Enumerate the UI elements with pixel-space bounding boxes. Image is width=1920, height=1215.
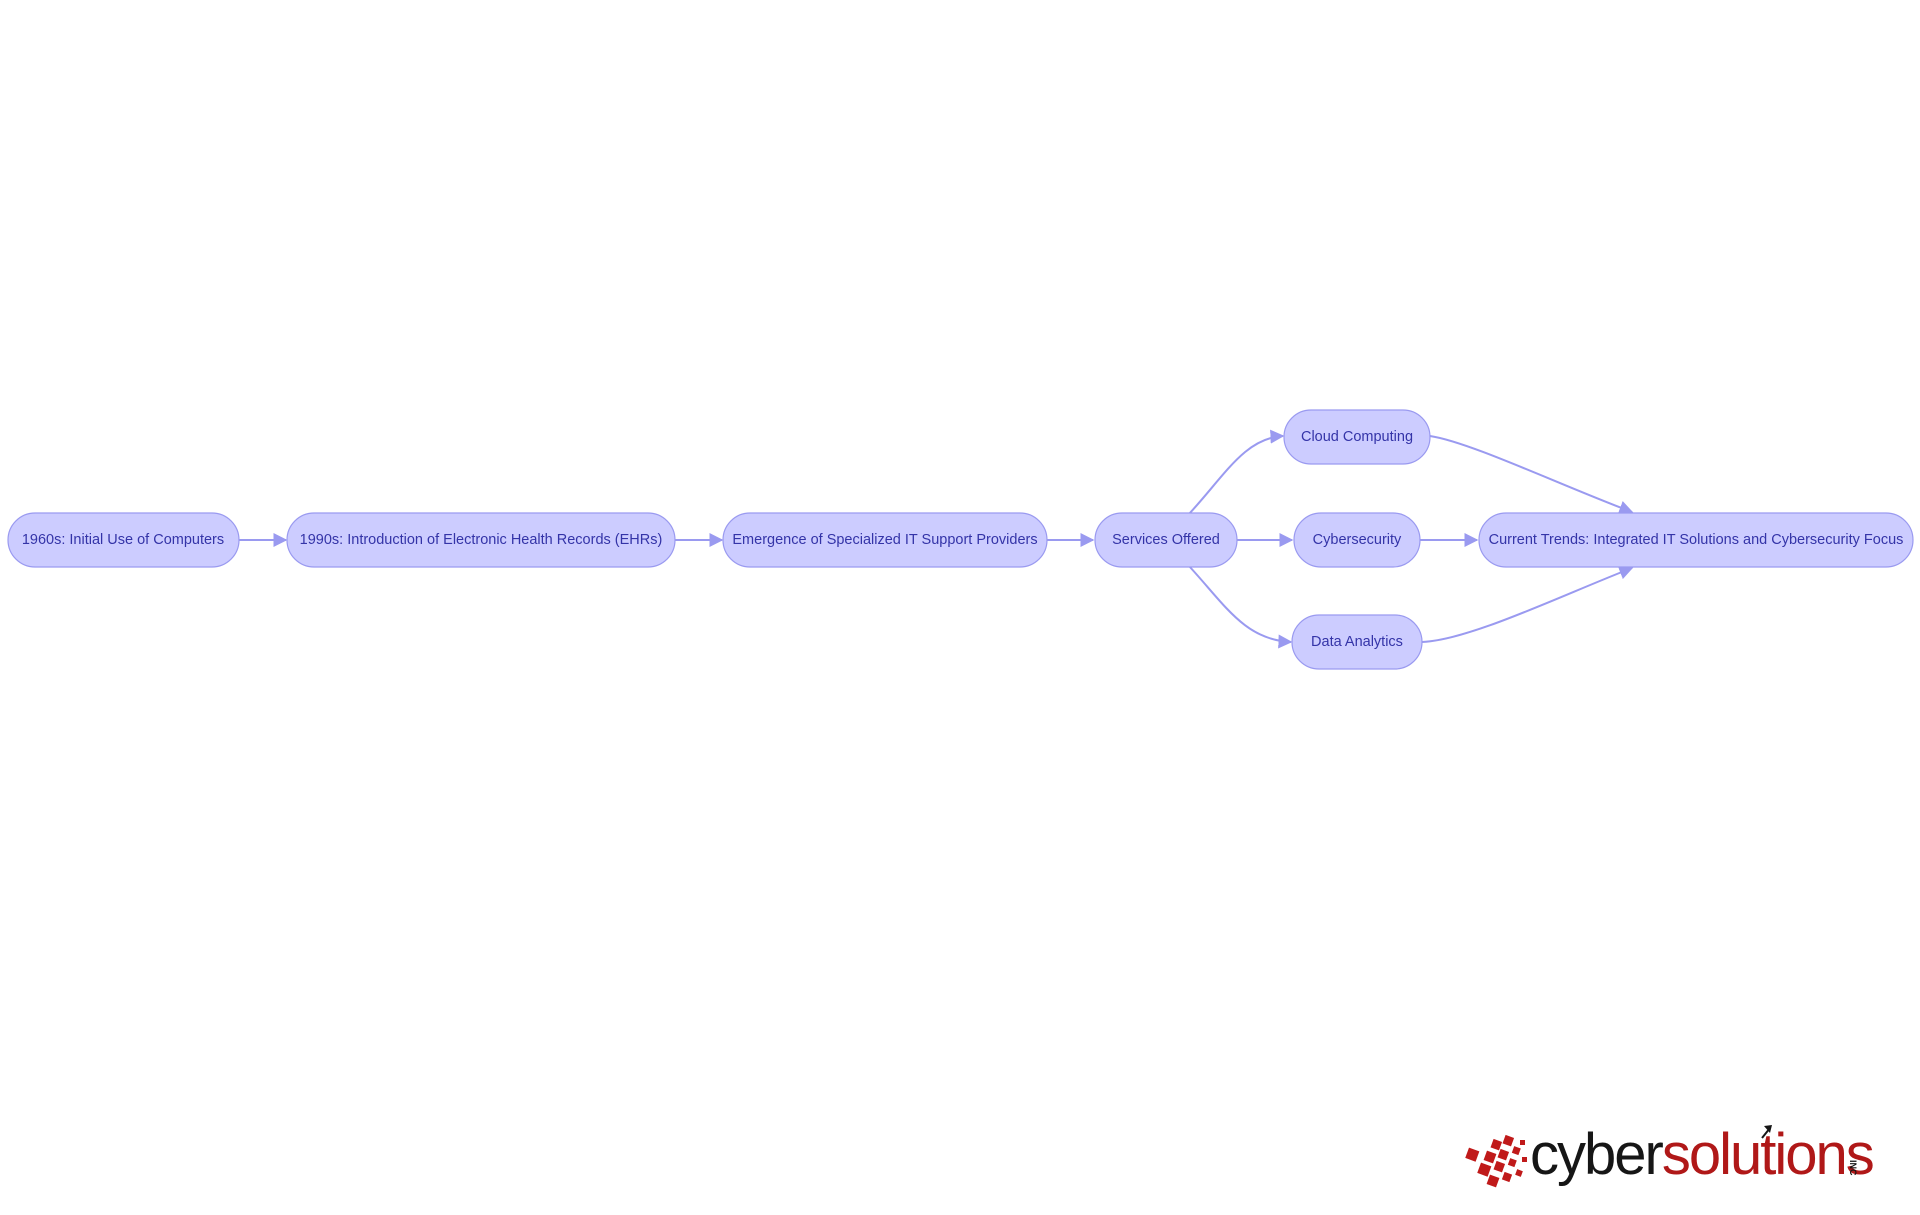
logo-text-inc: INC	[1848, 1160, 1858, 1176]
logo-pixel-mark-icon	[1465, 1134, 1527, 1188]
node-emergence-label: Emergence of Specialized IT Support Prov…	[732, 532, 1037, 548]
node-emergence[interactable]: Emergence of Specialized IT Support Prov…	[722, 512, 1048, 568]
node-1990s-label: 1990s: Introduction of Electronic Health…	[300, 532, 663, 548]
node-current-trends[interactable]: Current Trends: Integrated IT Solutions …	[1478, 512, 1914, 568]
node-1960s-label: 1960s: Initial Use of Computers	[22, 532, 224, 548]
node-1990s[interactable]: 1990s: Introduction of Electronic Health…	[286, 512, 676, 568]
logo-wordmark: cybersolutions	[1530, 1122, 1873, 1187]
node-cloud-computing-label: Cloud Computing	[1301, 429, 1413, 445]
edges-layer	[239, 429, 1634, 649]
node-cybersecurity[interactable]: Cybersecurity	[1293, 512, 1421, 568]
nodes-layer: 1960s: Initial Use of Computers 1990s: I…	[7, 409, 1914, 670]
logo-text-solutions: solutions	[1662, 1122, 1873, 1187]
edge-data-to-trends	[1421, 566, 1634, 643]
node-data-analytics[interactable]: Data Analytics	[1291, 614, 1423, 670]
node-data-analytics-label: Data Analytics	[1311, 634, 1403, 650]
node-services-offered-label: Services Offered	[1112, 532, 1220, 548]
node-current-trends-label: Current Trends: Integrated IT Solutions …	[1489, 532, 1904, 548]
node-services-offered[interactable]: Services Offered	[1094, 512, 1238, 568]
logo-arrow-tip-icon	[1764, 1125, 1772, 1133]
edge-services-to-cloud	[1188, 429, 1285, 515]
node-1960s[interactable]: 1960s: Initial Use of Computers	[7, 512, 240, 568]
node-cybersecurity-label: Cybersecurity	[1313, 532, 1402, 548]
logo-text-cyber: cyber	[1530, 1122, 1664, 1187]
node-cloud-computing[interactable]: Cloud Computing	[1283, 409, 1431, 465]
edge-services-to-data	[1188, 565, 1293, 649]
cybersolutions-logo: cybersolutions INC	[1465, 1122, 1875, 1188]
edge-cloud-to-trends	[1429, 435, 1634, 515]
